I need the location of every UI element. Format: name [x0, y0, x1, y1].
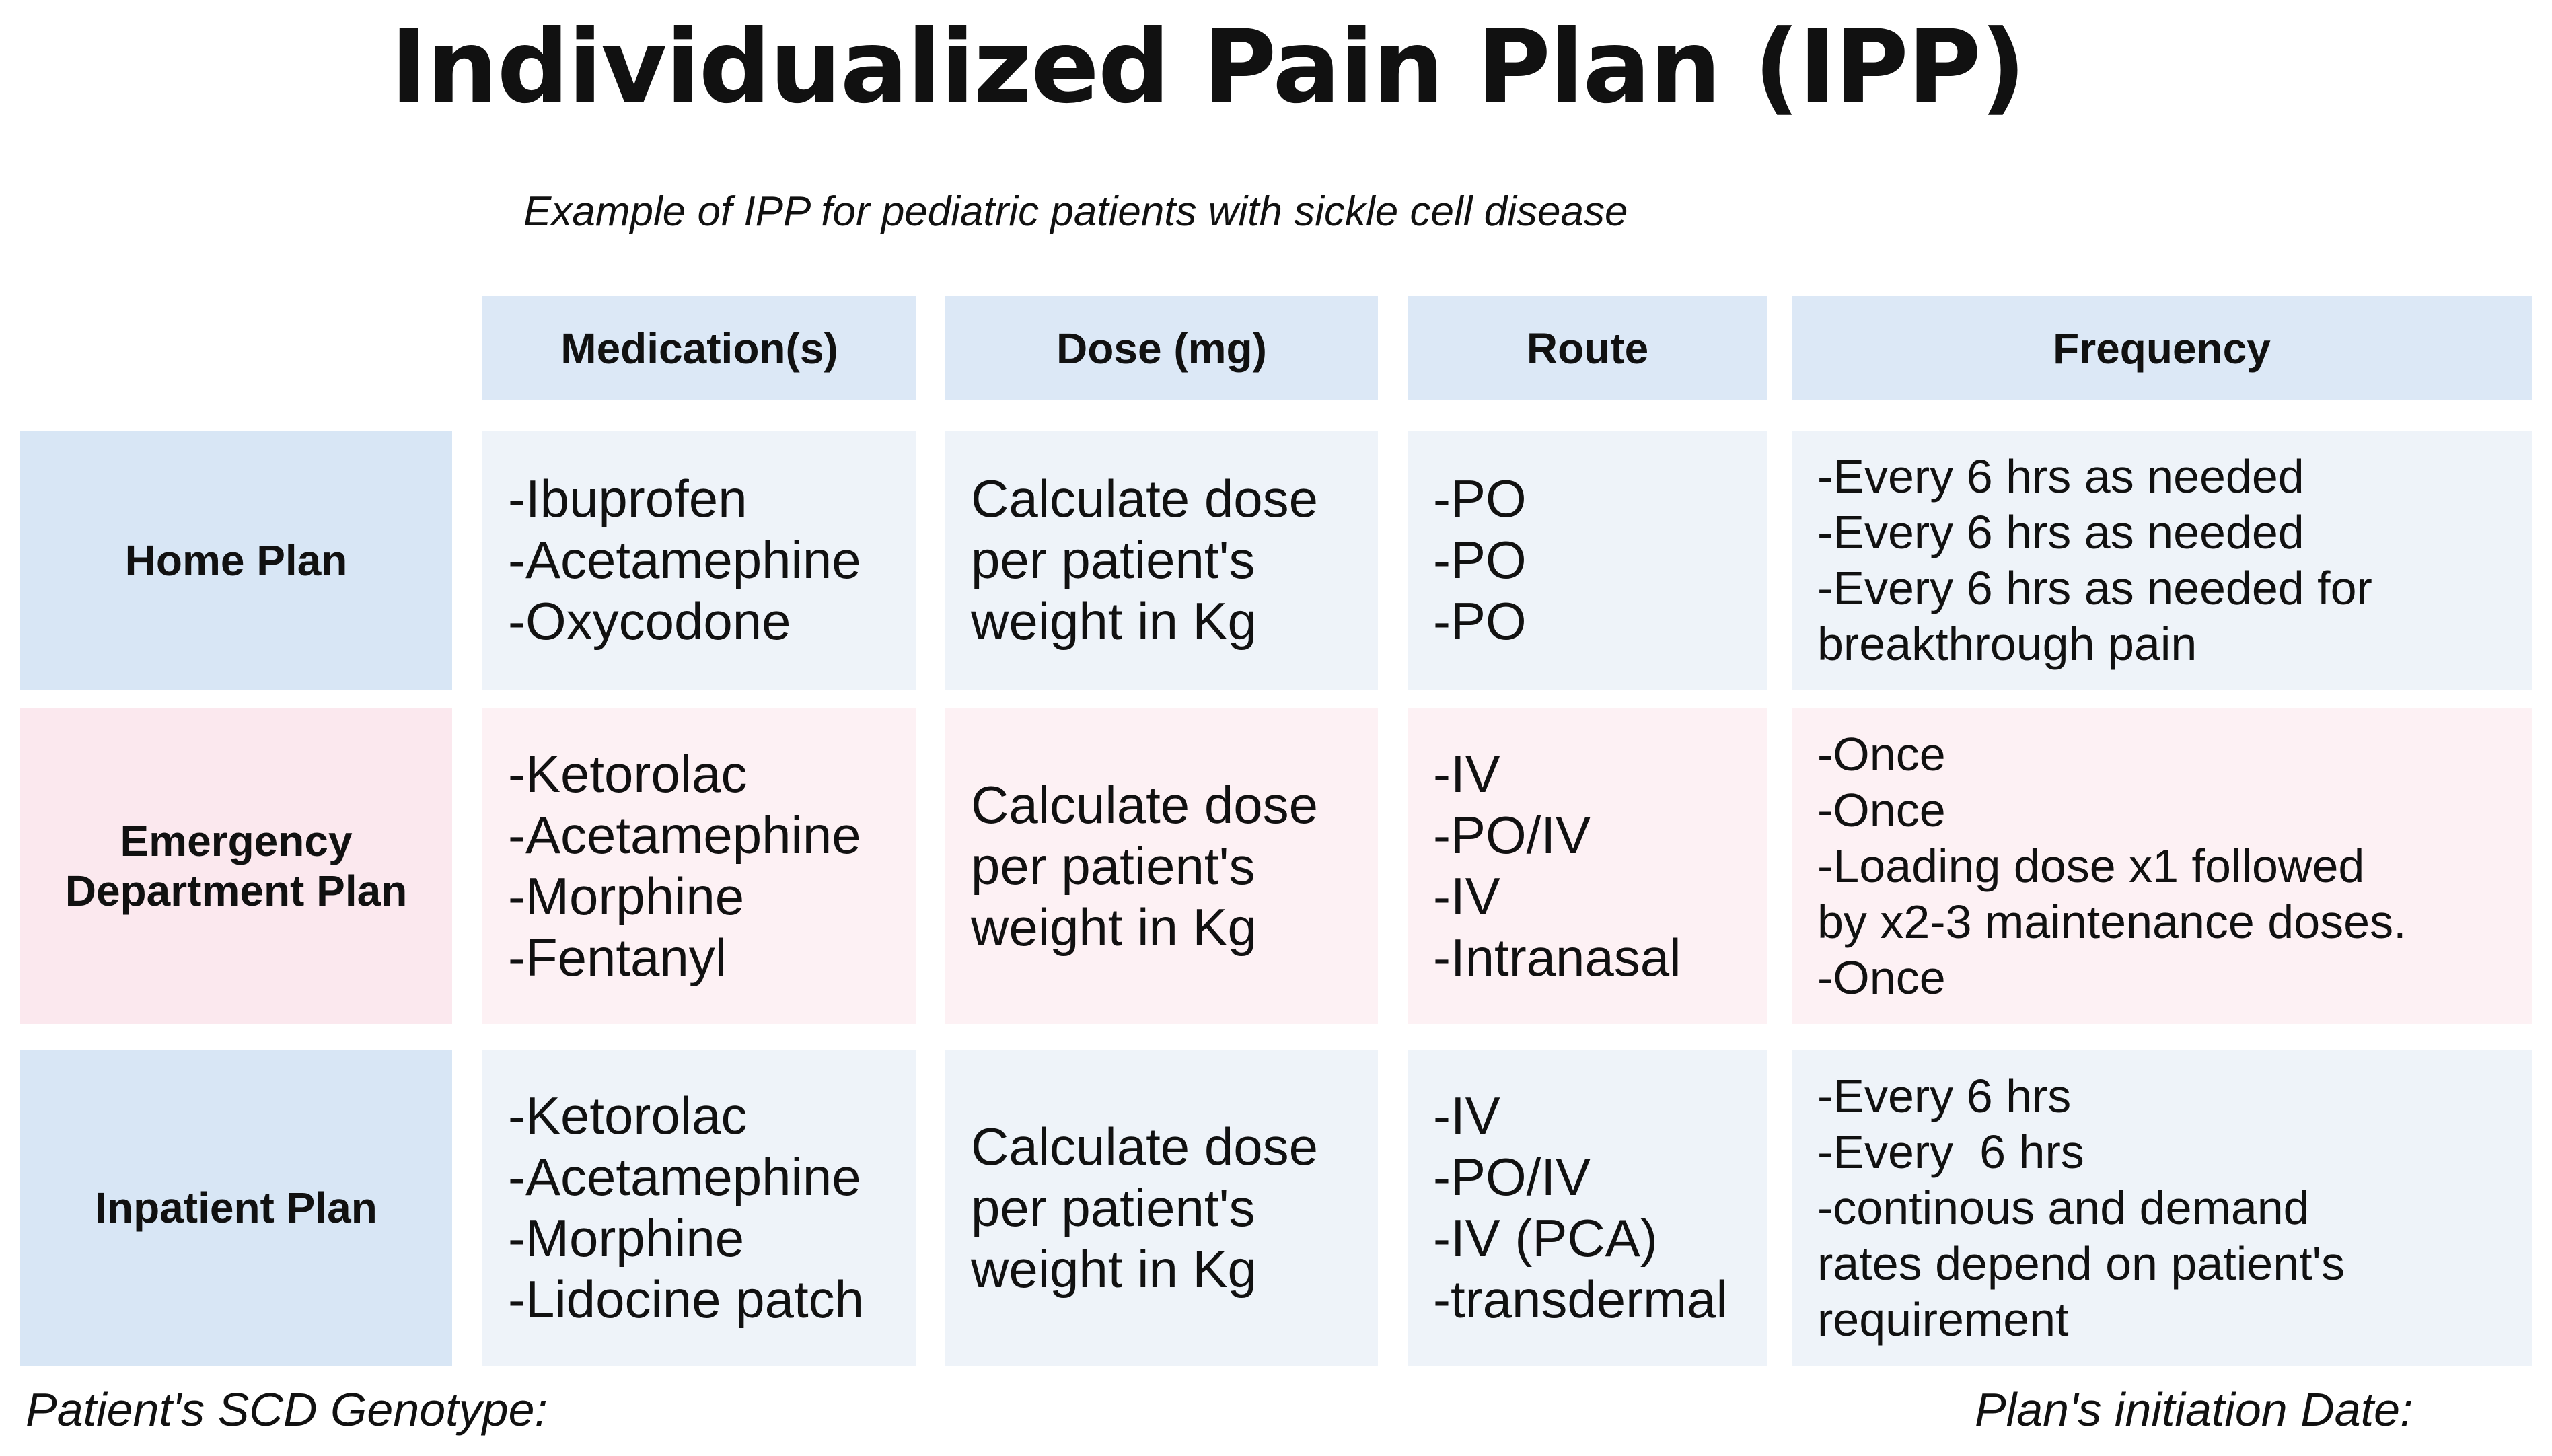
- frequency-item: -Every 6 hrs: [1817, 1069, 2072, 1122]
- row-label-inpatient-plan: Inpatient Plan: [20, 1050, 452, 1366]
- frequency-item: -Once: [1817, 951, 1946, 1004]
- page-title: Individualized Pain Plan (IPP): [390, 9, 2026, 126]
- emergency-plan-frequency: -Once -Once -Loading dose x1 followed by…: [1792, 708, 2532, 1024]
- frequency-item: -Every 6 hrs as needed: [1817, 505, 2304, 558]
- route-item: -IV: [1433, 744, 1500, 803]
- medication-list: -Ibuprofen -Acetamephine -Oxycodone: [508, 468, 861, 652]
- frequency-item: -Once: [1817, 783, 1946, 836]
- route-item: -PO: [1433, 530, 1527, 589]
- frequency-list: -Every 6 hrs as needed -Every 6 hrs as n…: [1817, 449, 2372, 672]
- home-plan-dose: Calculate dose per patient's weight in K…: [945, 431, 1378, 690]
- column-header-medications: Medication(s): [482, 296, 916, 400]
- home-plan-route: -PO -PO -PO: [1408, 431, 1767, 690]
- medication-item: -Ketorolac: [508, 744, 748, 803]
- route-item: -transdermal: [1433, 1270, 1728, 1329]
- frequency-list: -Once -Once -Loading dose x1 followed by…: [1817, 727, 2407, 1006]
- medication-item: -Ibuprofen: [508, 469, 748, 528]
- route-item: -PO/IV: [1433, 805, 1591, 865]
- dose-text: Calculate dose per patient's weight in K…: [971, 1116, 1318, 1299]
- frequency-item: rates depend on patient's: [1817, 1237, 2345, 1290]
- initiation-date-label: Plan's initiation Date:: [1975, 1383, 2413, 1436]
- frequency-item: -Once: [1817, 727, 1946, 780]
- medication-list: -Ketorolac -Acetamephine -Morphine -Lido…: [508, 1085, 864, 1330]
- route-item: -IV (PCA): [1433, 1208, 1658, 1268]
- emergency-plan-route: -IV -PO/IV -IV -Intranasal: [1408, 708, 1767, 1024]
- route-list: -PO -PO -PO: [1433, 468, 1527, 652]
- home-plan-frequency: -Every 6 hrs as needed -Every 6 hrs as n…: [1792, 431, 2532, 690]
- home-plan-medications: -Ibuprofen -Acetamephine -Oxycodone: [482, 431, 916, 690]
- route-item: -PO: [1433, 591, 1527, 651]
- medication-item: -Acetamephine: [508, 530, 861, 589]
- row-label-home-plan: Home Plan: [20, 431, 452, 690]
- inpatient-plan-route: -IV -PO/IV -IV (PCA) -transdermal: [1408, 1050, 1767, 1366]
- route-list: -IV -PO/IV -IV (PCA) -transdermal: [1433, 1085, 1728, 1330]
- inpatient-plan-frequency: -Every 6 hrs -Every 6 hrs -continous and…: [1792, 1050, 2532, 1366]
- column-header-dose: Dose (mg): [945, 296, 1378, 400]
- medication-item: -Oxycodone: [508, 591, 791, 651]
- route-item: -IV: [1433, 1086, 1500, 1145]
- route-item: -PO: [1433, 469, 1527, 528]
- medication-item: -Acetamephine: [508, 805, 861, 865]
- frequency-list: -Every 6 hrs -Every 6 hrs -continous and…: [1817, 1068, 2345, 1348]
- frequency-item: -Every 6 hrs as needed: [1817, 449, 2304, 503]
- genotype-label: Patient's SCD Genotype:: [26, 1383, 548, 1436]
- column-header-route: Route: [1408, 296, 1767, 400]
- column-header-frequency: Frequency: [1792, 296, 2532, 400]
- inpatient-plan-medications: -Ketorolac -Acetamephine -Morphine -Lido…: [482, 1050, 916, 1366]
- frequency-item: -Every 6 hrs: [1817, 1125, 2084, 1178]
- dose-text: Calculate dose per patient's weight in K…: [971, 774, 1318, 957]
- route-item: -Intranasal: [1433, 928, 1681, 987]
- row-label-text: Emergency Department Plan: [65, 817, 408, 915]
- dose-text: Calculate dose per patient's weight in K…: [971, 469, 1318, 651]
- route-item: -PO/IV: [1433, 1147, 1591, 1206]
- inpatient-plan-dose: Calculate dose per patient's weight in K…: [945, 1050, 1378, 1366]
- frequency-item: breakthrough pain: [1817, 617, 2197, 670]
- route-list: -IV -PO/IV -IV -Intranasal: [1433, 743, 1681, 988]
- frequency-item: -Every 6 hrs as needed for: [1817, 561, 2372, 614]
- medication-item: -Morphine: [508, 867, 745, 926]
- emergency-plan-dose: Calculate dose per patient's weight in K…: [945, 708, 1378, 1024]
- emergency-plan-medications: -Ketorolac -Acetamephine -Morphine -Fent…: [482, 708, 916, 1024]
- frequency-item: -continous and demand: [1817, 1181, 2310, 1234]
- medication-item: -Morphine: [508, 1208, 745, 1268]
- frequency-item: -Loading dose x1 followed: [1817, 839, 2365, 892]
- medication-item: -Fentanyl: [508, 928, 727, 987]
- medication-list: -Ketorolac -Acetamephine -Morphine -Fent…: [508, 743, 861, 988]
- subtitle: Example of IPP for pediatric patients wi…: [523, 188, 1628, 235]
- medication-item: -Ketorolac: [508, 1086, 748, 1145]
- frequency-item: requirement: [1817, 1293, 2069, 1346]
- medication-item: -Lidocine patch: [508, 1270, 865, 1329]
- route-item: -IV: [1433, 867, 1500, 926]
- medication-item: -Acetamephine: [508, 1147, 861, 1206]
- frequency-item: by x2-3 maintenance doses.: [1817, 895, 2407, 948]
- row-label-emergency-department-plan: Emergency Department Plan: [20, 708, 452, 1024]
